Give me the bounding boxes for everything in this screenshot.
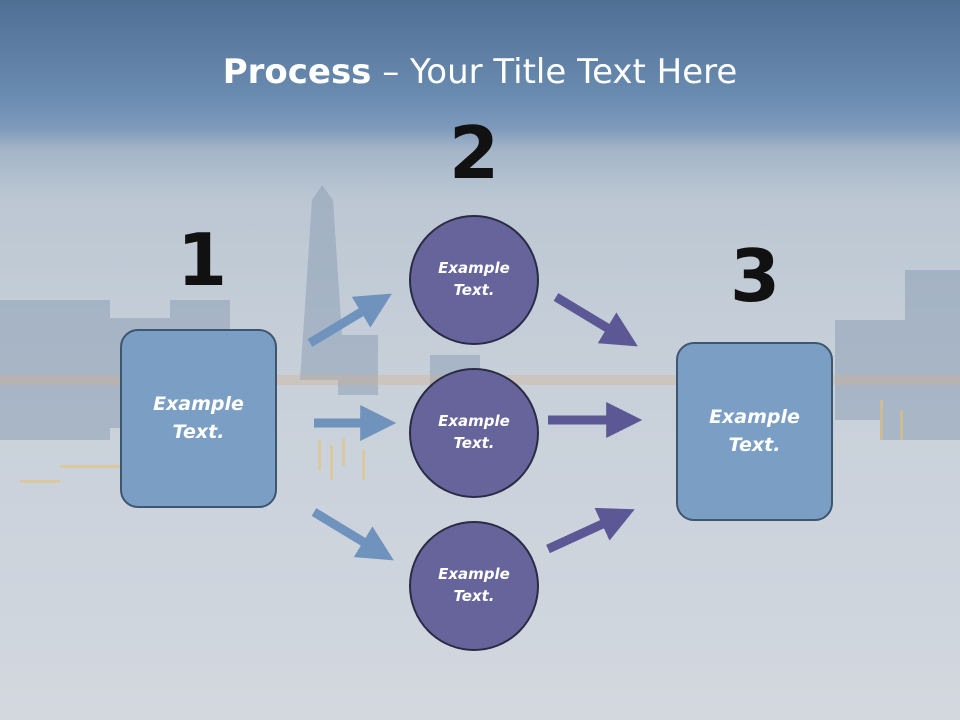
- arrow-1-to-top: [307, 293, 392, 347]
- circle-top-label: Example Text.: [438, 258, 510, 302]
- arrow-1-to-bottom: [311, 508, 394, 561]
- circle-bottom-label-line1: Example: [438, 565, 510, 584]
- step-3-box: Example Text.: [676, 342, 833, 521]
- circle-bottom-label: Example Text.: [438, 564, 510, 608]
- step-1-label-line1: Example: [153, 392, 244, 415]
- step-number-1: 1: [177, 218, 228, 302]
- title-bold-part: Process: [222, 52, 372, 92]
- step-number-3: 3: [730, 234, 781, 318]
- step-2-circle-middle: Example Text.: [409, 368, 539, 498]
- circle-top-label-line2: Text.: [453, 281, 495, 299]
- step-1-box: Example Text.: [120, 329, 277, 508]
- circle-middle-label-line1: Example: [438, 412, 510, 431]
- circle-bottom-label-line2: Text.: [453, 587, 495, 605]
- arrow-bottom-to-3: [546, 507, 635, 554]
- circle-top-label-line1: Example: [438, 259, 510, 278]
- step-number-2: 2: [449, 111, 500, 195]
- arrow-top-to-3: [553, 293, 638, 347]
- step-1-label-line2: Text.: [172, 420, 225, 443]
- circle-middle-label-line2: Text.: [453, 434, 495, 452]
- step-3-label-line1: Example: [709, 405, 800, 428]
- step-2-circle-top: Example Text.: [409, 215, 539, 345]
- slide-title: Process – Your Title Text Here: [0, 52, 960, 92]
- step-2-circle-bottom: Example Text.: [409, 521, 539, 651]
- step-3-label-line2: Text.: [728, 433, 781, 456]
- step-3-label: Example Text.: [709, 404, 800, 459]
- step-1-label: Example Text.: [153, 391, 244, 446]
- circle-middle-label: Example Text.: [438, 411, 510, 455]
- title-rest-part: – Your Title Text Here: [371, 52, 738, 92]
